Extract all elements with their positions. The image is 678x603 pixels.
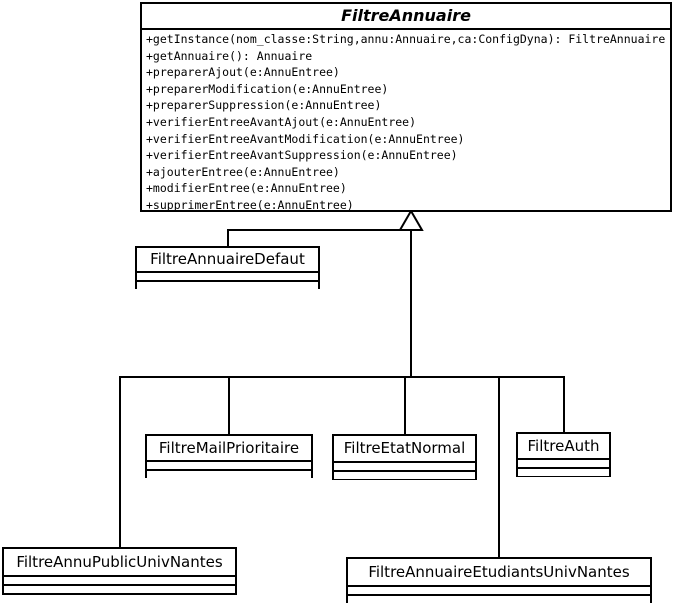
- operation-row: +preparerSuppression(e:AnnuEntree): [146, 98, 382, 113]
- class-box-filtre-etat-normal[interactable]: FiltreEtatNormal: [332, 434, 477, 480]
- operation-row: +verifierEntreeAvantModification(e:AnnuE…: [146, 131, 465, 146]
- generalization-drop-filtre-mail-prioritaire: [228, 376, 230, 435]
- class-box-filtre-annu-public-univ-nantes[interactable]: FiltreAnnuPublicUnivNantes: [2, 547, 237, 595]
- operations-compartment-filtre-annu-public-univ-nantes: [4, 584, 235, 593]
- operation-row: +getInstance(nom_classe:String,annu:Annu…: [146, 32, 666, 46]
- class-box-filtre-auth[interactable]: FiltreAuth: [516, 432, 611, 477]
- class-name-filtre-annuaire: FiltreAnnuaire: [341, 6, 471, 25]
- generalization-drop-filtre-annu-public-univ-nantes: [119, 376, 121, 549]
- operation-row: +preparerAjout(e:AnnuEntree): [146, 65, 340, 80]
- generalization-trunk-vertical: [410, 229, 412, 378]
- operations-compartment-filtre-annuaire-etudiants-univ-nantes: [348, 594, 650, 603]
- operation-row: +preparerModification(e:AnnuEntree): [146, 81, 389, 96]
- attributes-compartment-filtre-auth: [518, 458, 609, 467]
- class-name-filtre-mail-prioritaire: FiltreMailPrioritaire: [158, 439, 300, 457]
- class-name-filtre-annu-public-univ-nantes: FiltreAnnuPublicUnivNantes: [16, 553, 223, 571]
- operation-row: +ajouterEntree(e:AnnuEntree): [146, 164, 340, 179]
- operations-compartment-filtre-annuaire: +getInstance(nom_classe:String,annu:Annu…: [142, 28, 670, 214]
- generalization-drop-filtre-auth: [563, 376, 565, 435]
- generalization-branch-defaut-horizontal: [227, 229, 412, 231]
- class-name-filtre-annuaire-etudiants-univ-nantes: FiltreAnnuaireEtudiantsUnivNantes: [368, 563, 630, 581]
- attributes-compartment-filtre-annuaire-defaut: [137, 271, 318, 280]
- generalization-arrowhead-icon: [398, 210, 424, 231]
- operations-compartment-filtre-auth: [518, 467, 609, 476]
- attributes-compartment-filtre-annu-public-univ-nantes: [4, 575, 235, 584]
- operation-row: +modifierEntree(e:AnnuEntree): [146, 181, 347, 196]
- class-box-filtre-annuaire-etudiants-univ-nantes[interactable]: FiltreAnnuaireEtudiantsUnivNantes: [346, 557, 652, 603]
- generalization-drop-filtre-etat-normal: [404, 376, 406, 435]
- attributes-compartment-filtre-mail-prioritaire: [147, 460, 311, 469]
- class-box-filtre-mail-prioritaire[interactable]: FiltreMailPrioritaire: [145, 434, 313, 478]
- class-box-filtre-annuaire[interactable]: FiltreAnnuaire +getInstance(nom_classe:S…: [140, 2, 672, 212]
- generalization-distribution-bar: [119, 376, 565, 378]
- operation-row: +getAnnuaire(): Annuaire: [146, 48, 313, 63]
- attributes-compartment-filtre-etat-normal: [334, 461, 475, 470]
- operations-compartment-filtre-annuaire-defaut: [137, 280, 318, 289]
- class-name-filtre-etat-normal: FiltreEtatNormal: [343, 439, 466, 457]
- generalization-branch-defaut-vertical: [227, 229, 229, 248]
- operations-compartment-filtre-etat-normal: [334, 470, 475, 479]
- generalization-drop-filtre-annuaire-etudiants-univ-nantes: [498, 376, 500, 559]
- class-box-filtre-annuaire-defaut[interactable]: FiltreAnnuaireDefaut: [135, 246, 320, 289]
- operations-compartment-filtre-mail-prioritaire: [147, 469, 311, 478]
- operation-row: +verifierEntreeAvantAjout(e:AnnuEntree): [146, 114, 417, 129]
- class-name-filtre-auth: FiltreAuth: [527, 437, 600, 455]
- class-name-filtre-annuaire-defaut: FiltreAnnuaireDefaut: [150, 250, 305, 268]
- attributes-compartment-filtre-annuaire-etudiants-univ-nantes: [348, 585, 650, 594]
- operation-row: +verifierEntreeAvantSuppression(e:AnnuEn…: [146, 148, 458, 163]
- operation-row: +supprimerEntree(e:AnnuEntree): [146, 197, 354, 212]
